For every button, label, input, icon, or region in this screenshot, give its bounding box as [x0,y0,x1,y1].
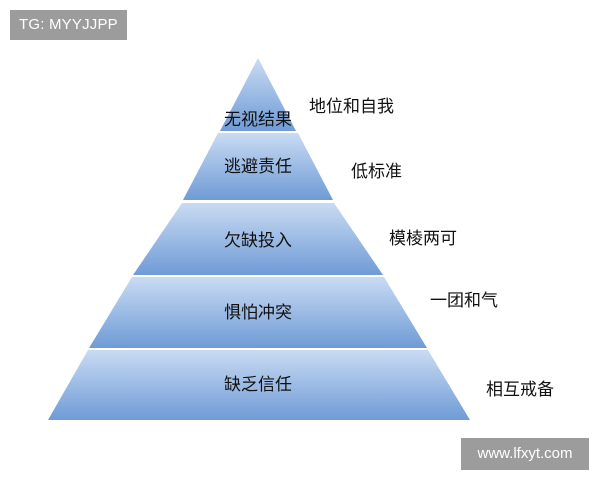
side-label-2: 低标准 [351,162,402,182]
pyramid-level-5-label: 缺乏信任 [224,375,292,395]
pyramid-level-2-label: 逃避责任 [224,157,292,177]
pyramid-level-2 [183,133,333,200]
side-label-5: 相互戒备 [486,380,554,400]
pyramid-level-1 [220,58,296,131]
pyramid-level-3 [133,203,383,275]
watermark-top-left: TG: MYYJJPP [10,10,127,40]
pyramid-level-4-label: 惧怕冲突 [224,303,292,323]
pyramid-level-3-label: 欠缺投入 [224,231,292,251]
side-label-1: 地位和自我 [309,97,394,117]
side-label-4: 一团和气 [430,291,498,311]
pyramid-level-4 [89,277,427,348]
side-label-3: 模棱两可 [389,229,457,249]
pyramid-level-1-label: 无视结果 [224,110,292,130]
pyramid-level-5 [48,350,470,420]
watermark-bottom-right: www.lfxyt.com [461,438,589,470]
